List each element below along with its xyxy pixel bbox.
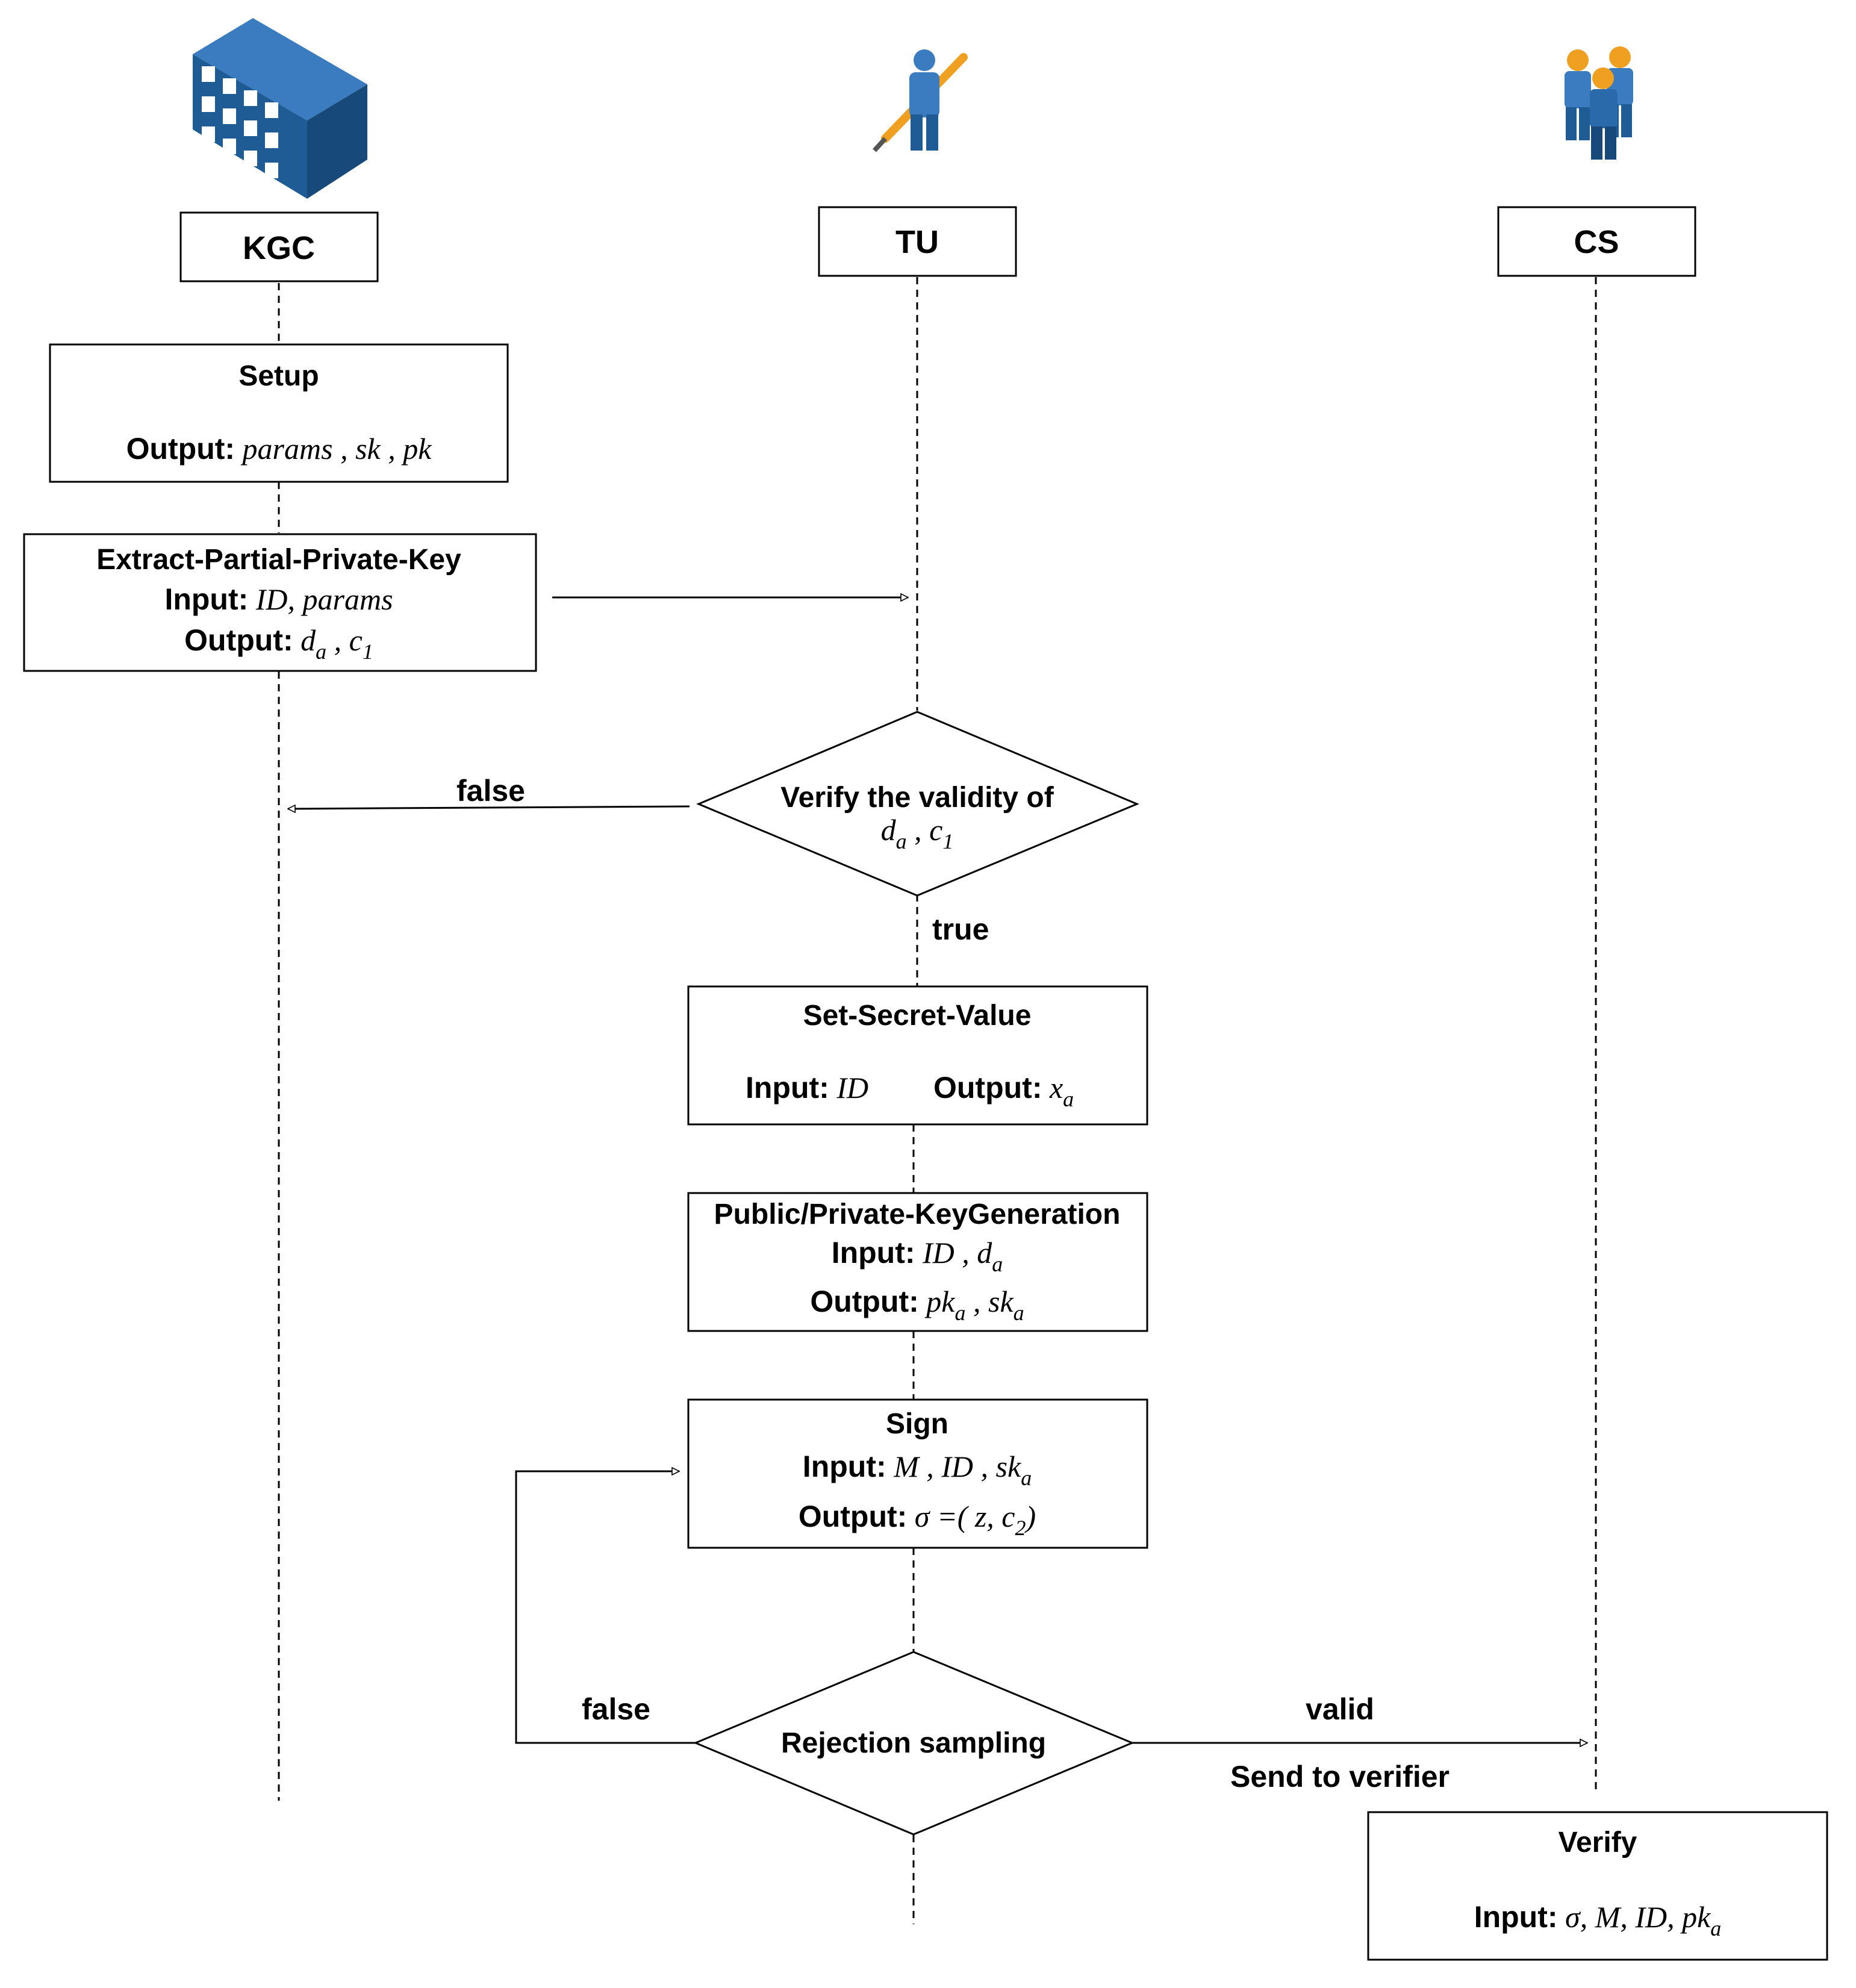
verify-input-label: Input:: [1474, 1900, 1558, 1934]
set-secret-input-value: ID: [836, 1071, 868, 1105]
false-to-kgc-label: false: [456, 774, 525, 808]
rejection-sampling-label: Rejection sampling: [781, 1727, 1046, 1759]
sign-output-value: σ =( z, c: [915, 1500, 1015, 1533]
false-loop-arrow: [515, 1471, 696, 1744]
verify-input-sub: a: [1710, 1916, 1721, 1940]
svg-text:Input: ID , da: Input: ID , da: [832, 1236, 1003, 1276]
verify-title: Verify: [1559, 1827, 1637, 1859]
extract-input-label: Input:: [164, 582, 248, 616]
setup-title: Setup: [238, 360, 319, 392]
keygen-input-sub: a: [992, 1252, 1003, 1276]
verify-input-value: σ, M, ID, pk: [1565, 1900, 1711, 1934]
set-secret-output-label: Output:: [933, 1071, 1042, 1105]
extract-output-d: d: [301, 623, 316, 657]
extract-output-c: c: [349, 623, 363, 657]
setup-box: Setup Output: params , sk , pk: [49, 343, 509, 483]
extract-output-label: Output:: [184, 623, 293, 657]
svg-text:Output: params , sk , pk: Output: params , sk , pk: [126, 432, 432, 466]
sign-input-value: M , ID , sk: [893, 1450, 1021, 1483]
kgc-actor-label: KGC: [243, 230, 315, 266]
sign-output-label: Output:: [799, 1500, 907, 1533]
svg-text:Output: σ =( z, c2): Output: σ =( z, c2): [799, 1500, 1036, 1540]
key-generation-box: Public/Private-KeyGeneration Input: ID ,…: [687, 1192, 1148, 1332]
set-secret-input-label: Input:: [746, 1071, 829, 1105]
extract-output-c-sub: 1: [363, 640, 373, 664]
verify-validity-diamond: Verify the validity of da , c1: [696, 711, 1139, 897]
svg-text:Input: M , ID , ska: Input: M , ID , ska: [803, 1450, 1032, 1490]
set-secret-output-x: x: [1049, 1071, 1063, 1105]
office-building-icon: [193, 18, 367, 199]
extract-partial-private-key-box: Extract-Partial-Private-Key Input: ID, p…: [23, 533, 537, 672]
cs-actor-box: [1497, 206, 1696, 277]
set-secret-value-box: Set-Secret-Value Input: ID Output: xa: [687, 985, 1148, 1126]
verify-validity-sep: ,: [907, 813, 930, 847]
tu-actor-box: [818, 206, 1017, 277]
extract-input-value: ID, params: [255, 582, 393, 616]
keygen-output-pk-sub: a: [955, 1301, 966, 1325]
verify-validity-d-sub: a: [896, 829, 907, 853]
sign-output-close: ): [1024, 1500, 1036, 1533]
keygen-output-sep: ,: [966, 1285, 989, 1318]
keygen-output-sk: sk: [988, 1285, 1014, 1318]
sign-output-sub: 2: [1015, 1516, 1026, 1540]
svg-text:Input: σ, M, ID, pka: Input: σ, M, ID, pka: [1474, 1900, 1722, 1940]
keygen-output-sk-sub: a: [1014, 1301, 1024, 1325]
sign-box: Sign Input: M , ID , ska Output: σ =( z,…: [687, 1398, 1148, 1549]
true-label: true: [932, 912, 989, 946]
set-secret-title: Set-Secret-Value: [803, 1000, 1032, 1032]
sign-input-label: Input:: [803, 1450, 886, 1483]
svg-text:Input: ID, params: Input: ID, params: [164, 582, 393, 616]
user-with-pen-icon: [873, 49, 968, 152]
keygen-output-label: Output:: [810, 1285, 918, 1318]
keygen-title: Public/Private-KeyGeneration: [714, 1198, 1121, 1230]
svg-text:Output: pka , ska: Output: pka , ska: [810, 1285, 1024, 1325]
user-group-icon: [1565, 46, 1633, 160]
set-secret-output-x-sub: a: [1063, 1087, 1074, 1111]
keygen-output-pk: pk: [924, 1285, 955, 1318]
verify-validity-line1: Verify the validity of: [780, 782, 1054, 814]
extract-output-sep: ,: [326, 623, 349, 657]
keygen-input-value: ID , d: [922, 1236, 992, 1270]
valid-label: valid: [1306, 1692, 1374, 1726]
verify-validity-c-sub: 1: [942, 829, 953, 853]
rejection-sampling-diamond: Rejection sampling: [693, 1651, 1135, 1836]
svg-text:Output: xa: Output: xa: [933, 1071, 1074, 1111]
svg-text:Output: da , c1: Output: da , c1: [184, 623, 373, 664]
svg-text:da , c1: da , c1: [881, 813, 954, 853]
keygen-input-label: Input:: [832, 1236, 915, 1270]
sign-input-sub: a: [1021, 1466, 1032, 1490]
cs-actor-label: CS: [1574, 224, 1619, 260]
svg-text:Input: ID: Input: ID: [746, 1071, 868, 1105]
sign-title: Sign: [886, 1408, 948, 1440]
setup-output-value: params , sk , pk: [241, 432, 432, 466]
verify-box: Verify Input: σ, M, ID, pka: [1367, 1811, 1828, 1961]
verify-validity-c: c: [929, 813, 942, 847]
kgc-actor-box: [179, 211, 379, 282]
false-loop-label: false: [582, 1692, 650, 1726]
tu-actor-label: TU: [895, 224, 939, 260]
extract-output-d-sub: a: [316, 640, 326, 664]
send-to-verifier-label: Send to verifier: [1230, 1760, 1450, 1793]
setup-output-label: Output:: [126, 432, 235, 466]
extract-title: Extract-Partial-Private-Key: [96, 544, 461, 576]
false-to-kgc-arrow: [288, 806, 690, 809]
verify-validity-d: d: [881, 813, 897, 847]
